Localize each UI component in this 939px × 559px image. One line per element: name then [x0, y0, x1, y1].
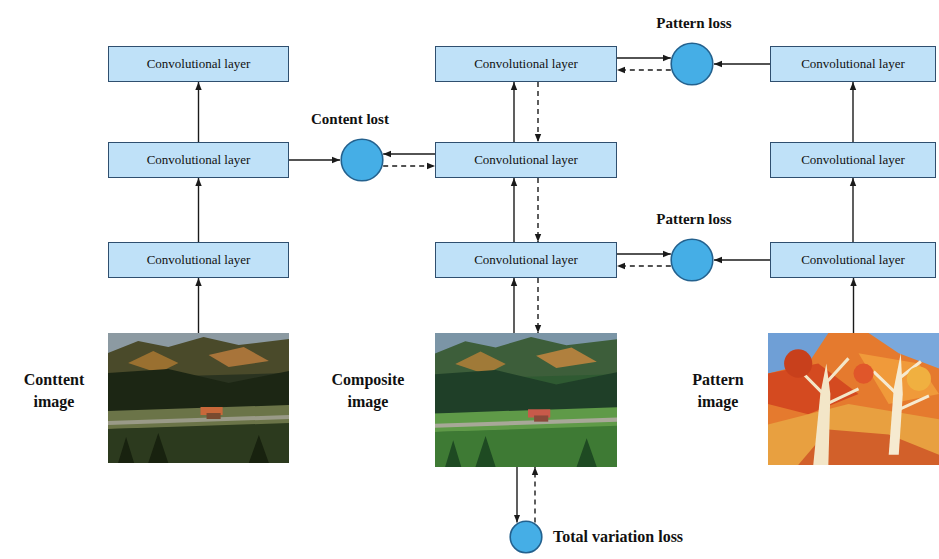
loss-circle: Pattern loss: [670, 238, 714, 282]
layer-box: Convolutional layer: [435, 46, 617, 82]
data-flow-arrow: [714, 259, 770, 260]
image-frame: Conttent image: [108, 333, 289, 463]
layer-label: Convolutional layer: [147, 152, 251, 168]
layer-box: Convolutional layer: [770, 46, 936, 82]
layer-box: Convolutional layer: [435, 142, 617, 178]
data-flow-arrow: [198, 178, 199, 242]
loss-node: [671, 239, 713, 281]
layer-label: Convolutional layer: [147, 56, 251, 72]
loss-node: [671, 43, 713, 85]
loss-label: Pattern loss: [632, 208, 756, 230]
image-label: Composite image: [313, 369, 423, 413]
layer-label: Convolutional layer: [474, 152, 578, 168]
gradient-arrow: [383, 165, 435, 166]
image-label: Pattern image: [672, 369, 764, 413]
image-frame: Pattern image: [768, 333, 939, 465]
layer-label: Convolutional layer: [801, 252, 905, 268]
layer-label: Convolutional layer: [801, 152, 905, 168]
loss-label: Total variation loss: [553, 526, 733, 548]
layer-box: Convolutional layer: [770, 142, 936, 178]
loss-circle: Content lost: [340, 138, 384, 182]
loss-node: [341, 139, 383, 181]
data-flow-arrow: [714, 63, 770, 64]
data-flow-arrow: [513, 178, 514, 242]
composite-photo: [435, 333, 617, 467]
data-flow-arrow: [852, 178, 853, 242]
gradient-arrow: [617, 265, 671, 266]
loss-node: [510, 521, 542, 553]
layer-box: Convolutional layer: [108, 142, 289, 178]
data-flow-arrow: [617, 253, 671, 254]
gradient-arrow: [537, 278, 538, 333]
data-flow-arrow: [617, 57, 671, 58]
data-flow-arrow: [516, 467, 517, 523]
loss-label: Pattern loss: [632, 12, 756, 34]
gradient-arrow: [537, 178, 538, 242]
layer-label: Convolutional layer: [147, 252, 251, 268]
image-label: Conttent image: [8, 369, 100, 413]
data-flow-arrow: [383, 153, 435, 154]
data-flow-arrow: [198, 278, 199, 333]
gradient-arrow: [537, 82, 538, 142]
layer-label: Convolutional layer: [474, 252, 578, 268]
layer-box: Convolutional layer: [108, 242, 289, 278]
layer-box: Convolutional layer: [435, 242, 617, 278]
circle-outline: [670, 42, 714, 86]
layer-label: Convolutional layer: [801, 56, 905, 72]
circle-outline: [670, 238, 714, 282]
image-frame: Composite image: [435, 333, 617, 467]
content-photo: [108, 333, 289, 463]
data-flow-arrow: [852, 82, 853, 142]
gradient-arrow: [617, 69, 671, 70]
data-flow-arrow: [513, 278, 514, 333]
layer-box: Convolutional layer: [108, 46, 289, 82]
circle-outline: [340, 138, 384, 182]
circle-outline: [509, 520, 543, 554]
data-flow-arrow: [513, 82, 514, 142]
data-flow-arrow: [853, 278, 854, 333]
gradient-arrow: [534, 467, 535, 523]
layer-label: Convolutional layer: [474, 56, 578, 72]
layer-box: Convolutional layer: [770, 242, 936, 278]
loss-label: Content lost: [290, 108, 410, 130]
loss-circle: Pattern loss: [670, 42, 714, 86]
data-flow-arrow: [289, 159, 340, 160]
loss-circle: Total variation loss: [509, 520, 543, 554]
data-flow-arrow: [198, 82, 199, 142]
pattern-painting: [768, 333, 939, 465]
